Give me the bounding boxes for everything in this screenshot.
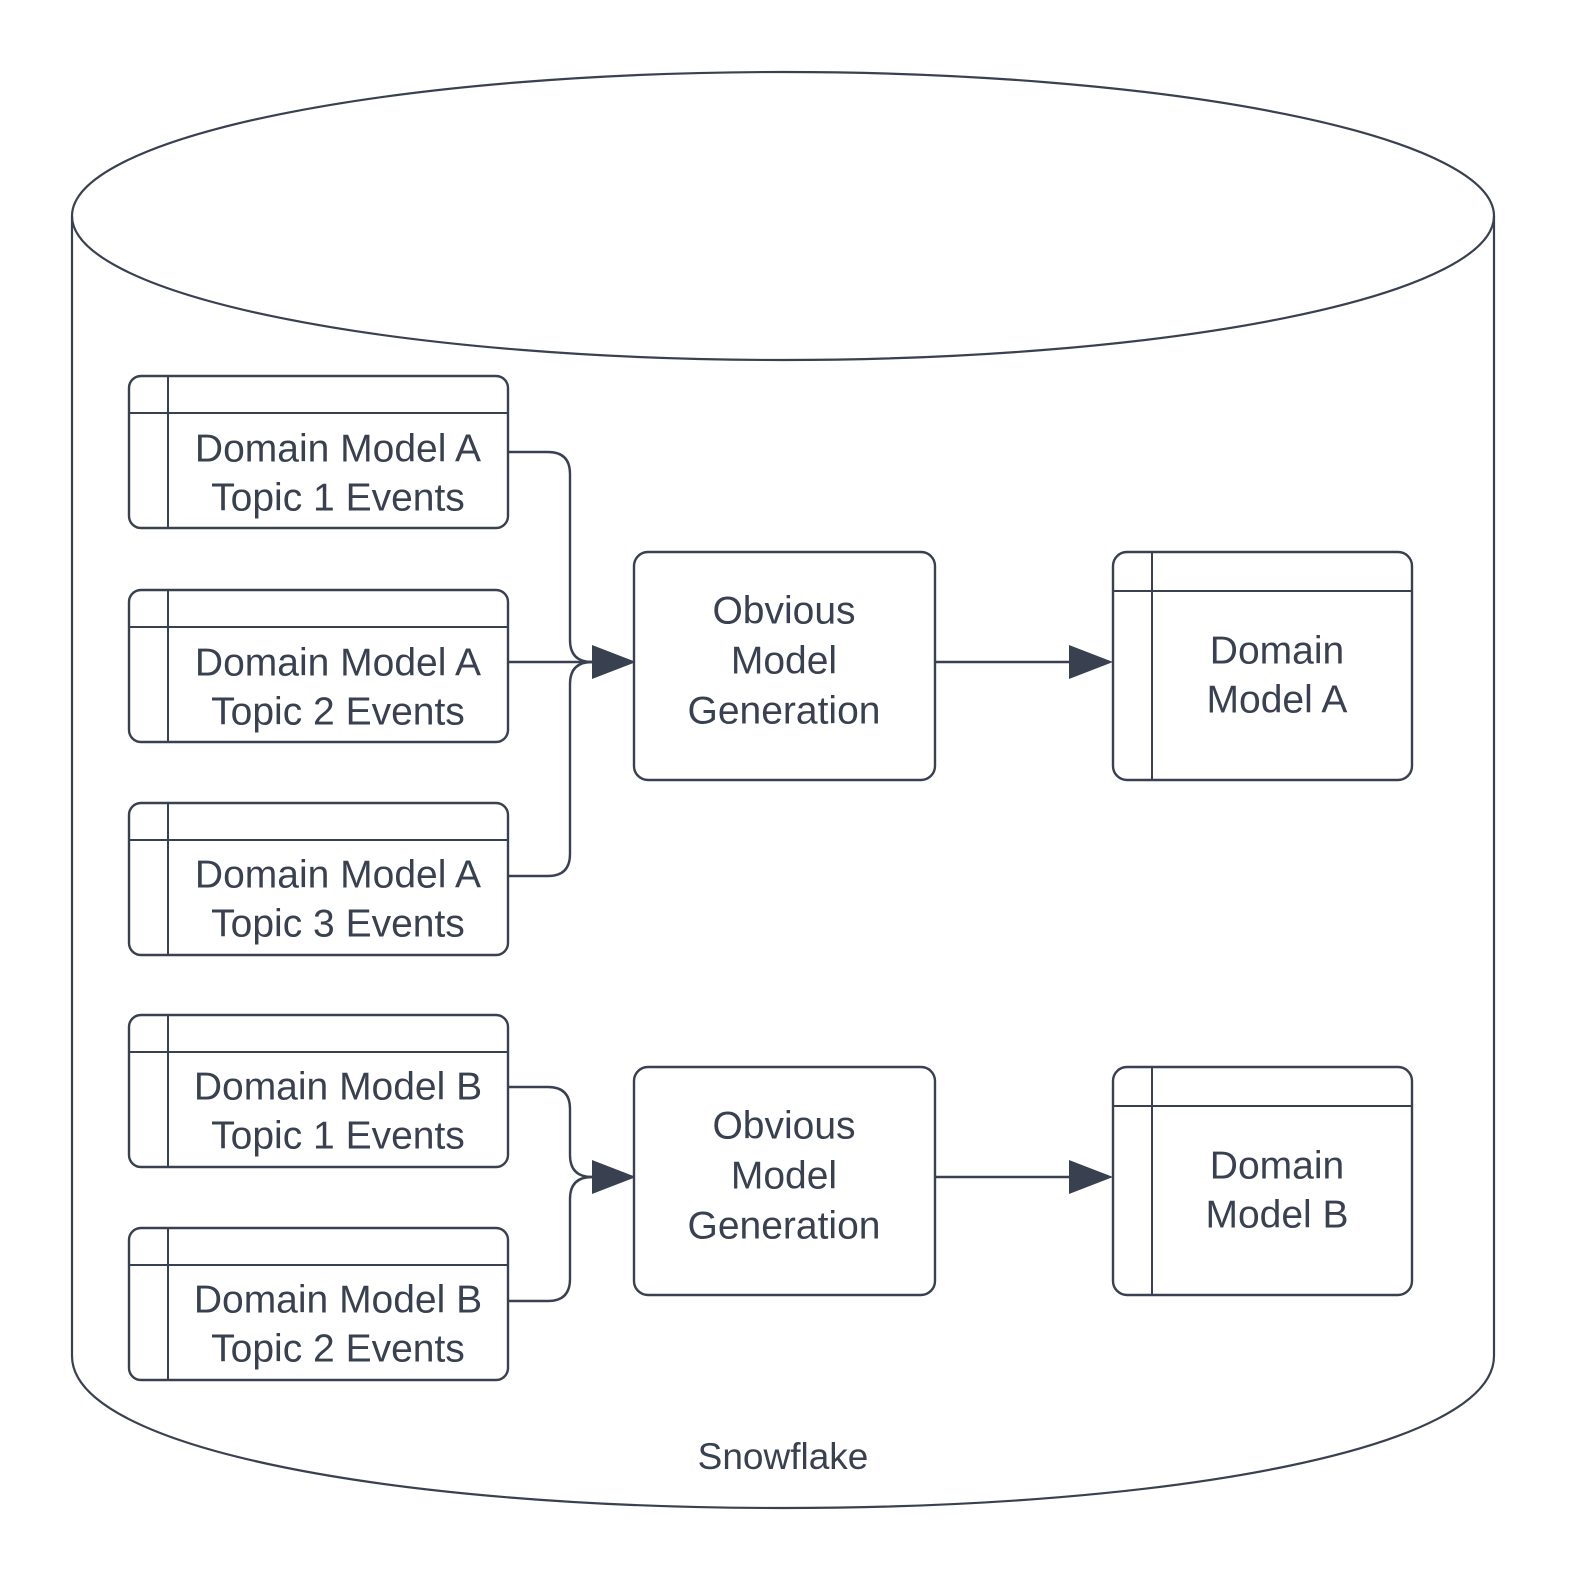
edge-a3-to-omga [508, 660, 629, 878]
node-domain-model-b-topic-1-events[interactable]: Domain Model B Topic 1 Events [127, 1013, 510, 1169]
arrowhead-outb-in [1069, 1160, 1113, 1194]
node-domain-model-a-topic-1-events[interactable]: Domain Model A Topic 1 Events [127, 374, 510, 530]
edge-b1-to-omgb [508, 1085, 629, 1179]
node-label-line2: Topic 1 Events [211, 476, 465, 519]
node-label-line2: Topic 1 Events [211, 1114, 465, 1157]
edge-group-a [508, 450, 1113, 878]
snowflake-container-label: Snowflake [698, 1436, 869, 1477]
edge-a1-to-omga [508, 450, 629, 664]
node-label-line1: Domain Model A [195, 853, 481, 896]
node-label-line2: Topic 3 Events [211, 902, 465, 945]
node-label-line2: Topic 2 Events [211, 690, 465, 733]
node-obvious-model-generation-a[interactable]: Obvious Model Generation [632, 550, 937, 782]
table-outline [1111, 1065, 1414, 1297]
node-output-domain-model-a[interactable]: Domain Model A [1111, 550, 1414, 782]
node-label-line1: Domain [1210, 1144, 1344, 1187]
process-label-line3: Generation [688, 689, 881, 732]
node-label-line1: Domain Model A [195, 427, 481, 470]
arrowhead-outa-in [1069, 645, 1113, 679]
node-obvious-model-generation-b[interactable]: Obvious Model Generation [632, 1065, 937, 1297]
node-output-domain-model-b[interactable]: Domain Model B [1111, 1065, 1414, 1297]
process-label-line3: Generation [688, 1204, 881, 1247]
edge-group-b [508, 1085, 1113, 1303]
process-label-line2: Model [731, 639, 837, 682]
arrowhead-omgb-in [592, 1160, 636, 1194]
node-label-line1: Domain Model B [194, 1065, 482, 1108]
node-label-line1: Domain Model A [195, 641, 481, 684]
node-label-line1: Domain [1210, 629, 1344, 672]
process-outline [632, 1065, 937, 1297]
cylinder-body [70, 214, 1496, 1510]
node-label-line2: Topic 2 Events [211, 1327, 465, 1370]
process-outline [632, 550, 937, 782]
process-label-line2: Model [731, 1154, 837, 1197]
process-label-line1: Obvious [712, 589, 855, 632]
cylinder-top-ellipse [70, 70, 1496, 362]
arrowhead-omga-in [592, 645, 636, 679]
node-label-line2: Model B [1205, 1193, 1348, 1236]
node-domain-model-b-topic-2-events[interactable]: Domain Model B Topic 2 Events [127, 1226, 510, 1382]
edge-b2-to-omgb [508, 1175, 629, 1303]
node-label-line2: Model A [1207, 678, 1348, 721]
node-domain-model-a-topic-3-events[interactable]: Domain Model A Topic 3 Events [127, 801, 510, 957]
snowflake-cylinder [70, 70, 1496, 1510]
node-label-line1: Domain Model B [194, 1278, 482, 1321]
node-domain-model-a-topic-2-events[interactable]: Domain Model A Topic 2 Events [127, 588, 510, 744]
table-outline [1111, 550, 1414, 782]
process-label-line1: Obvious [712, 1104, 855, 1147]
